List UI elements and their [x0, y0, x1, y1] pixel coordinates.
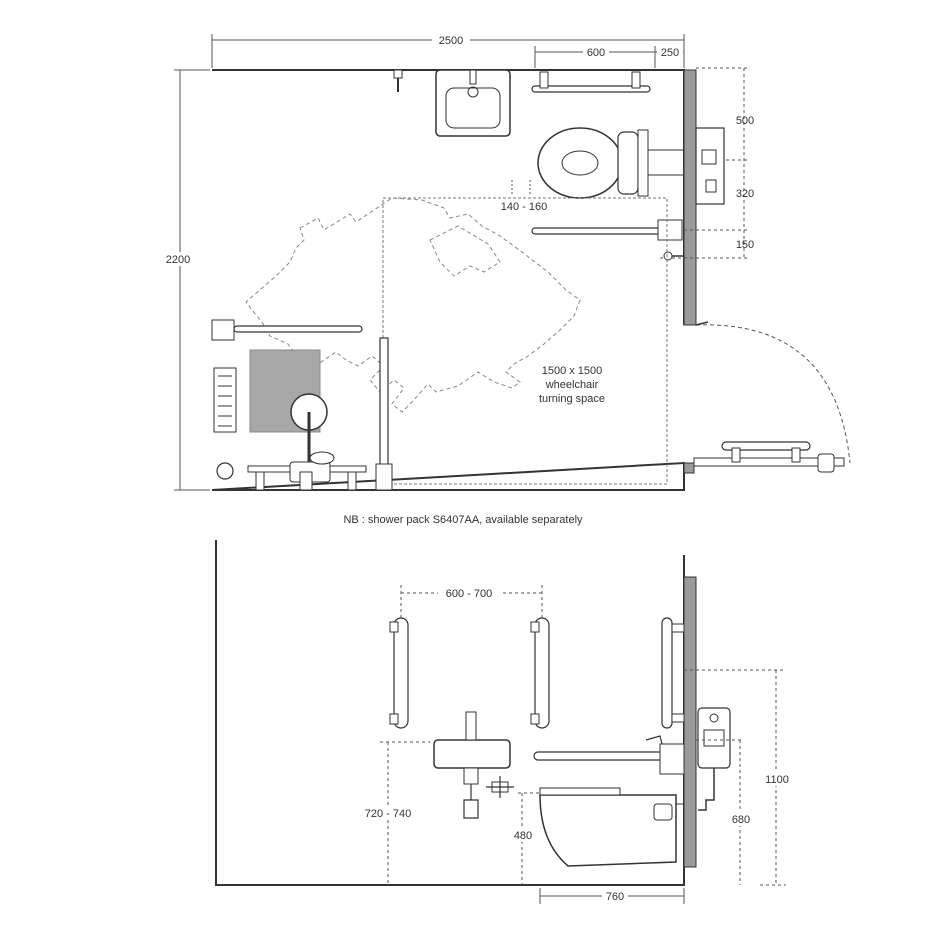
plan-shower-valve: [247, 451, 367, 491]
dim-projection-label: 760: [606, 891, 624, 903]
dim-flush-height-label: 680: [732, 814, 750, 826]
duct-wall: [683, 69, 697, 326]
turning-space-outline: [382, 197, 668, 485]
dim-pan-height-label: 480: [514, 830, 532, 842]
dim-basin-height: 720 - 740: [360, 741, 430, 885]
elevation-vertical-rails: [389, 617, 550, 729]
wheelchair-outline: [245, 197, 581, 413]
dim-rail-spacing: 600 - 700: [400, 585, 543, 620]
dim-pan-height: 480: [510, 792, 540, 885]
turning-label-1: 1500 x 1500: [542, 365, 603, 377]
plan-vertical-rail: [375, 337, 393, 491]
elevation-dropdown-rail: [533, 735, 685, 775]
plan-hook: [393, 69, 403, 92]
dim-width-label: 2500: [439, 35, 463, 47]
dim-rail-height-label: 1100: [765, 774, 789, 786]
dim-basin-height-label: 720 - 740: [365, 808, 411, 820]
dim-500-label: 500: [736, 115, 754, 127]
elevation-wall-rail: [661, 617, 685, 729]
elevation-duct: [683, 576, 697, 868]
dim-140-160-label: 140 - 160: [501, 201, 547, 213]
elevation-basin: [433, 711, 511, 819]
plan-rail-top: [531, 71, 651, 93]
dim-rail-spacing-label: 600 - 700: [446, 588, 492, 600]
shower-pack-note: NB : shower pack S6407AA, available sepa…: [343, 514, 583, 526]
plan-dropdown-rail: [531, 219, 683, 241]
dim-600-label: 600: [587, 47, 605, 59]
dim-depth-label: 2200: [166, 254, 190, 266]
dim-600-250: 600 250: [534, 45, 685, 68]
plan-basin: [435, 69, 511, 137]
elevation-wc: [539, 787, 684, 867]
dim-flush-height: 680: [696, 739, 754, 885]
elevation-view: 600 - 700 720 - 740: [215, 540, 794, 904]
plan-shower-rail: [211, 319, 363, 341]
elevation-valve: [486, 776, 514, 798]
dim-depth: 2200: [160, 69, 210, 491]
dim-rail-height: 1100: [684, 669, 794, 886]
dim-250-label: 250: [661, 47, 679, 59]
dim-projection: 760: [539, 888, 685, 904]
dim-width: 2500: [211, 32, 685, 68]
plan-door: [693, 321, 851, 473]
elevation-flush-plate: [697, 707, 731, 811]
plan-shower-head: [290, 393, 328, 470]
turning-label-3: turning space: [539, 393, 605, 405]
plan-wc: [537, 127, 725, 205]
dim-150-label: 150: [736, 239, 754, 251]
dim-320-label: 320: [736, 188, 754, 200]
plan-toilet-roll: [663, 251, 684, 261]
plan-drain: [216, 462, 234, 480]
plan-view: 2500 600 250 2200 500: [160, 32, 851, 491]
turning-label-2: wheelchair: [545, 379, 599, 391]
